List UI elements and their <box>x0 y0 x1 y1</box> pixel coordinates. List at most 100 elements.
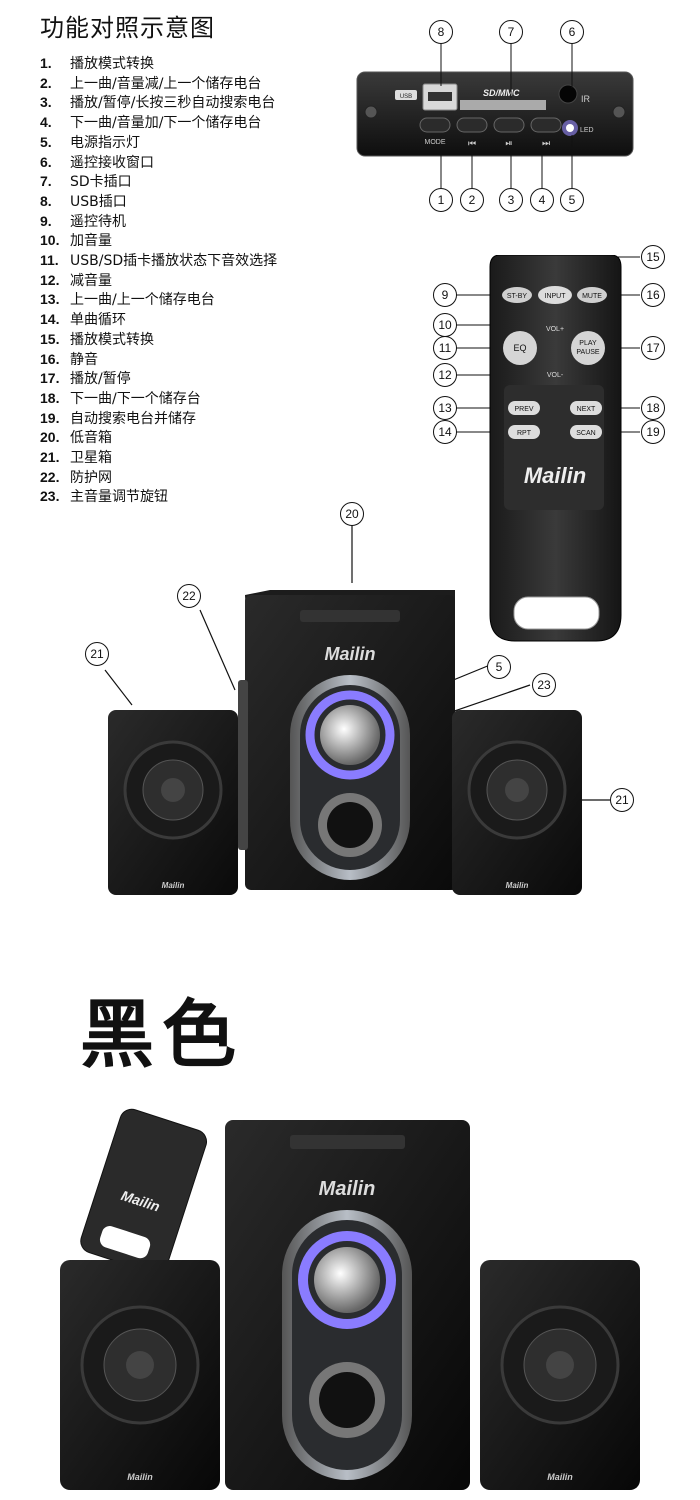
sd-slot <box>460 100 546 110</box>
svg-text:PREV: PREV <box>514 406 533 413</box>
function-item: 1. 播放模式转换 <box>40 54 277 74</box>
function-number: 10. <box>40 232 60 249</box>
function-item: 17. 播放/暂停 <box>40 369 277 389</box>
svg-text:SCAN: SCAN <box>576 430 595 437</box>
function-label: 主音量调节旋钮 <box>70 489 168 506</box>
function-item: 12. 减音量 <box>40 271 277 291</box>
page-title: 功能对照示意图 <box>40 14 215 42</box>
function-label: 加音量 <box>70 233 112 250</box>
callout-11: 11 <box>433 336 457 360</box>
st-by-button <box>502 287 532 303</box>
svg-text:VOL-: VOL- <box>547 372 564 379</box>
svg-text:Mailin: Mailin <box>506 881 529 890</box>
function-item: 9.遥控待机 <box>40 212 277 232</box>
function-number: 22. <box>40 468 60 485</box>
function-item: 19. 自动搜索电台并储存 <box>40 409 277 429</box>
function-number: 18. <box>40 389 60 406</box>
protective-grille <box>238 680 248 850</box>
callout-1: 1 <box>429 188 453 212</box>
mute-button <box>577 287 607 303</box>
function-label: 下一曲/下一个储存台 <box>70 390 201 407</box>
function-label: 减音量 <box>70 272 112 289</box>
function-number: 12. <box>40 271 60 288</box>
function-item: 8.USB插口 <box>40 192 277 212</box>
function-label: 播放/暂停/长按三秒自动搜索电台 <box>70 95 276 112</box>
function-label: 防护网 <box>70 469 112 486</box>
function-label: 遥控接收窗口 <box>70 154 154 171</box>
prev-button <box>456 117 488 133</box>
function-number: 19. <box>40 409 60 426</box>
svg-text:⏯: ⏯ <box>505 138 512 148</box>
function-number: 6. <box>40 153 52 170</box>
function-label: 播放/暂停 <box>70 371 131 388</box>
function-item: 15. 播放模式转换 <box>40 330 277 350</box>
svg-text:USB: USB <box>400 94 412 100</box>
callout-3: 3 <box>499 188 523 212</box>
svg-text:IR: IR <box>581 94 591 104</box>
rpt-button <box>508 425 540 439</box>
callout-4: 4 <box>530 188 554 212</box>
next-remote-button <box>570 401 602 415</box>
power-led <box>566 124 574 132</box>
svg-text:RPT: RPT <box>517 430 532 437</box>
svg-text:Mailin: Mailin <box>127 1472 153 1482</box>
volume-knob-ring <box>305 690 395 780</box>
callout-5: 5 <box>560 188 584 212</box>
function-number: 14. <box>40 311 60 328</box>
svg-text:PAUSE: PAUSE <box>576 349 600 356</box>
callout-16: 16 <box>641 283 665 307</box>
svg-text:EQ: EQ <box>513 343 526 353</box>
function-number: 11. <box>40 252 59 269</box>
function-item: 21.卫星箱 <box>40 448 277 468</box>
ir-window <box>558 84 578 104</box>
svg-text:SD/MMC: SD/MMC <box>483 88 520 98</box>
svg-text:⏮: ⏮ <box>468 138 476 148</box>
function-number: 7. <box>40 173 52 190</box>
svg-text:Mailin: Mailin <box>162 881 185 890</box>
function-number: 5. <box>40 133 52 150</box>
callout-19: 19 <box>641 420 665 444</box>
function-item: 22. 防护网 <box>40 468 277 488</box>
function-item: 6. 遥控接收窗口 <box>40 153 277 173</box>
function-item: 20. 低音箱 <box>40 428 277 448</box>
function-label: 播放模式转换 <box>70 56 154 72</box>
callout-13: 13 <box>433 396 457 420</box>
scan-button <box>570 425 602 439</box>
function-item: 14. 单曲循环 <box>40 310 277 330</box>
function-number: 20. <box>40 429 60 446</box>
function-label: 单曲循环 <box>70 312 126 329</box>
function-number: 2. <box>40 74 52 91</box>
function-label: 自动搜索电台并储存 <box>70 410 196 427</box>
svg-text:MODE: MODE <box>425 139 446 146</box>
function-number: 15. <box>40 330 60 347</box>
function-label: 上一曲/上一个储存电台 <box>70 292 215 309</box>
next-button <box>530 117 562 133</box>
speaker-system-diagram: Mailin Mailin Mailin <box>104 520 610 895</box>
callout-6: 6 <box>560 20 584 44</box>
callout-9: 9 <box>433 283 457 307</box>
function-number: 17. <box>40 370 60 387</box>
function-label: 低音箱 <box>70 430 112 447</box>
function-number: 1. <box>40 55 52 71</box>
bass-port <box>327 802 373 848</box>
callout-21-right: 21 <box>610 788 634 812</box>
color-label: 黑色 <box>80 992 244 1078</box>
function-number: 23. <box>40 488 60 505</box>
svg-text:LED: LED <box>580 127 594 134</box>
function-label: 播放模式转换 <box>70 331 154 348</box>
prev-remote-button <box>508 401 540 415</box>
function-label: 卫星箱 <box>70 450 112 467</box>
function-label: 下一曲/音量加/下一个储存电台 <box>70 115 262 132</box>
callout-10: 10 <box>433 313 457 337</box>
function-number: 13. <box>40 291 60 308</box>
callout-14: 14 <box>433 420 457 444</box>
function-item: 11.USB/SD插卡播放状态下音效选择 <box>40 251 277 271</box>
callout-15: 15 <box>641 245 665 269</box>
svg-text:NEXT: NEXT <box>577 406 596 413</box>
play-pause-button <box>493 117 525 133</box>
function-item: 4.下一曲/音量加/下一个储存电台 <box>40 113 277 133</box>
function-label: 遥控待机 <box>70 213 126 230</box>
remote-control: ST-BY INPUT MUTE VOL+ EQ PLAY PAUSE VOL-… <box>489 255 622 642</box>
callout-8: 8 <box>429 20 453 44</box>
